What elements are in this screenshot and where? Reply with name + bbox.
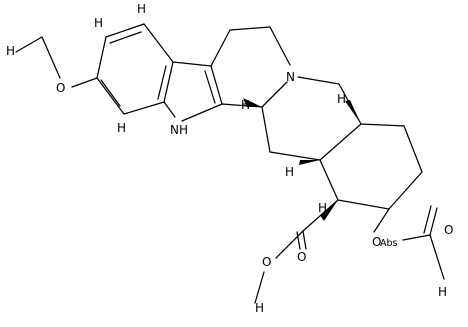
acetoxy-group: O Abs O H [372,205,453,299]
methoxy-group: H O [6,36,98,95]
stereo-h-label-15: H [337,92,346,106]
stereo-h-label-20: H [285,165,294,179]
amine-nitrogen-label: N [286,70,295,84]
methyl-ester-group: O O H [254,199,339,315]
absolute-stereo-label: Abs [380,238,398,249]
ring-d: H H [261,76,362,179]
methoxy-oxygen-label: O [56,81,65,95]
aromatic-h-label-bottom: H [117,121,126,135]
indole-nh-label: NH [170,123,188,137]
ester-methyl-h-label: H [255,301,264,315]
methyl-h-label: H [6,44,15,58]
aromatic-h-label-left: H [94,16,103,30]
stereo-wedge-20 [299,160,320,165]
ester-oxygen-label: O [262,255,271,269]
stereo-wedge-16 [320,200,338,221]
piperidine-ring: N H [210,26,295,112]
aromatic-h-label-top: H [137,2,146,16]
stereo-h-label-16: H [318,201,327,215]
stereo-h-label-3: H [241,98,250,112]
ring-e: H [318,123,423,221]
acetyl-methyl-h-label: H [438,285,447,299]
acetyl-carbonyl-oxygen-label: O [444,223,453,237]
ester-carbonyl-oxygen-label: O [297,250,306,264]
benzene-ring: H H H [94,2,174,135]
acetoxy-oxygen-label: O [372,235,381,249]
stereo-wedge-15 [345,100,361,124]
stereo-wedge-3 [243,98,262,107]
pyrrole-ring: NH [163,61,223,137]
